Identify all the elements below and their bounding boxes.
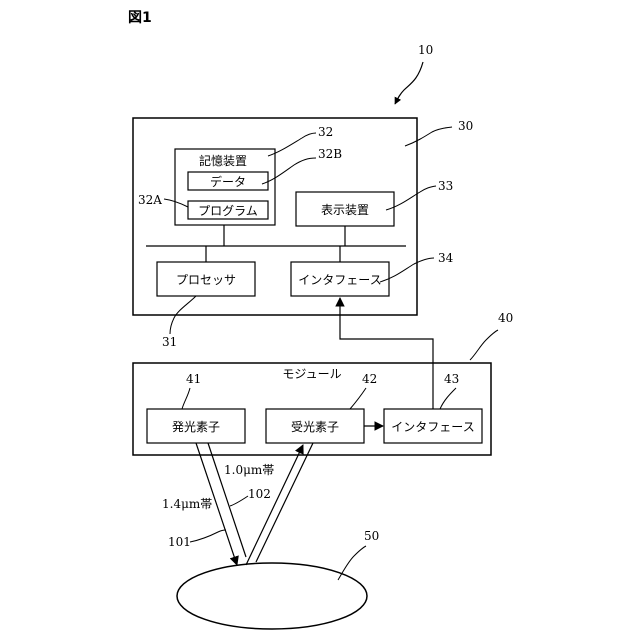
emitted-band-label: 1.4μm帯 bbox=[162, 497, 212, 511]
module-leader bbox=[470, 330, 498, 360]
emitter-leader bbox=[182, 388, 190, 409]
processor-label: プロセッサ bbox=[176, 273, 236, 287]
program-label: プログラム bbox=[198, 204, 258, 218]
computer-leader bbox=[405, 127, 452, 146]
emitter-label: 発光素子 bbox=[172, 420, 220, 434]
display-label: 表示装置 bbox=[321, 203, 369, 217]
module-interface-leader bbox=[440, 388, 456, 409]
reflected-band-label: 1.0μm帯 bbox=[224, 463, 274, 477]
ref-data: 32B bbox=[318, 147, 342, 161]
ref-reflected: 102 bbox=[248, 487, 271, 501]
storage-label: 記憶装置 bbox=[199, 153, 247, 168]
storage-leader bbox=[268, 133, 316, 156]
emitted-leader bbox=[190, 530, 226, 542]
ref-storage: 32 bbox=[318, 125, 333, 139]
ref-processor: 31 bbox=[162, 335, 177, 349]
target-object bbox=[177, 563, 367, 629]
emitted-beam-right bbox=[208, 443, 246, 557]
system-ref-arrow bbox=[395, 62, 423, 104]
figure-label: 図1 bbox=[128, 10, 152, 26]
ref-module: 40 bbox=[498, 311, 513, 325]
data-label: データ bbox=[210, 174, 246, 189]
ref-computer: 30 bbox=[458, 119, 473, 133]
ref-display: 33 bbox=[438, 179, 453, 193]
computer-interface-label: インタフェース bbox=[298, 273, 381, 287]
ref-program: 32A bbox=[138, 193, 162, 207]
module-interface-label: インタフェース bbox=[391, 420, 474, 434]
ref-module-interface: 43 bbox=[444, 372, 459, 386]
ref-emitter: 41 bbox=[186, 372, 201, 386]
receiver-label: 受光素子 bbox=[291, 420, 339, 434]
module-label: モジュール bbox=[282, 367, 341, 381]
ref-emitted: 101 bbox=[168, 535, 191, 549]
data-leader bbox=[262, 158, 316, 184]
reflected-beam-right bbox=[256, 443, 313, 562]
target-leader bbox=[338, 546, 366, 580]
ref-receiver: 42 bbox=[362, 372, 377, 386]
ref-system: 10 bbox=[418, 43, 433, 57]
program-leader bbox=[164, 199, 188, 207]
ref-computer-interface: 34 bbox=[438, 251, 454, 265]
receiver-leader bbox=[350, 388, 366, 409]
reflected-leader bbox=[230, 496, 248, 506]
ref-target: 50 bbox=[364, 529, 379, 543]
